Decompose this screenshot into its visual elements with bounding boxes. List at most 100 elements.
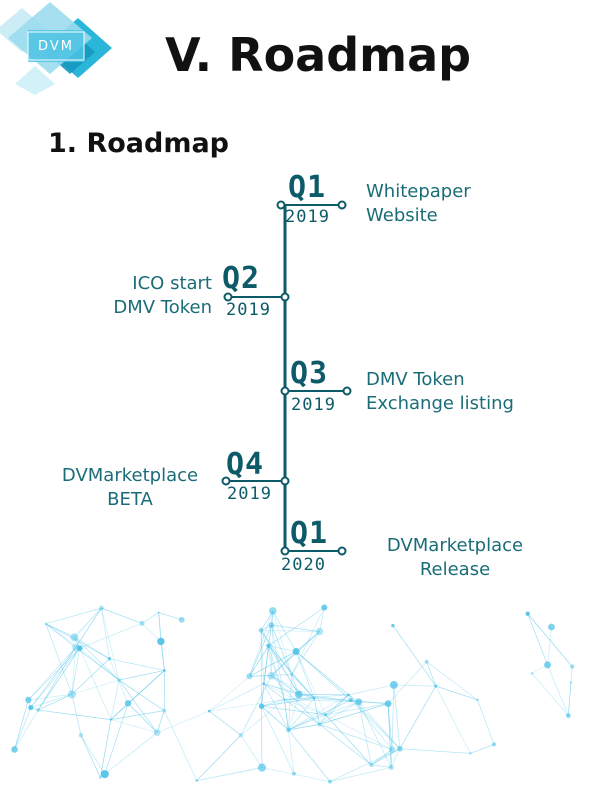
milestone-connector-q3-2019 — [280, 386, 352, 396]
network-node — [348, 698, 353, 703]
network-edge — [118, 679, 165, 711]
network-edge — [319, 703, 389, 725]
network-node — [548, 623, 555, 631]
network-edge — [45, 623, 75, 638]
network-edge — [101, 608, 110, 659]
milestone-1-year: 2019 — [285, 207, 330, 227]
milestone-5-line-2: Release — [419, 559, 491, 580]
network-node — [368, 762, 374, 768]
network-edge — [240, 699, 285, 736]
network-edge — [37, 647, 81, 711]
network-edge — [260, 630, 285, 700]
network-node — [347, 693, 350, 697]
network-edge — [71, 679, 120, 695]
network-edge — [38, 709, 111, 720]
network-node — [246, 673, 253, 680]
milestone-connector-q1-2019 — [276, 200, 347, 210]
network-edge — [288, 694, 349, 731]
network-edge — [249, 651, 297, 677]
network-edge — [240, 675, 272, 736]
network-node — [317, 722, 322, 727]
network-edge — [295, 651, 351, 701]
network-edge — [547, 664, 569, 716]
network-edge — [271, 675, 320, 725]
network-edge — [160, 641, 165, 671]
network-edge — [371, 764, 392, 768]
network-edge — [295, 651, 326, 715]
network-edge — [263, 625, 272, 684]
network-edge — [272, 610, 297, 652]
network-edge — [271, 625, 285, 700]
network-edge — [390, 748, 401, 768]
network-node — [525, 611, 530, 616]
network-edge — [393, 684, 401, 749]
network-edge — [271, 675, 315, 699]
network-node — [157, 611, 160, 614]
network-edge — [288, 699, 351, 731]
network-edge — [371, 748, 400, 766]
network-node — [355, 698, 363, 706]
network-edge — [268, 645, 300, 695]
network-node — [327, 779, 332, 784]
milestone-4-line-2: BETA — [107, 489, 153, 510]
network-node — [36, 708, 40, 712]
network-edge — [547, 626, 552, 665]
network-edge — [80, 734, 106, 775]
network-edge — [101, 607, 143, 624]
network-node — [78, 732, 84, 738]
roadmap-timeline — [221, 200, 352, 556]
network-edge — [79, 623, 143, 649]
network-node — [397, 745, 403, 752]
network-edge — [75, 647, 120, 681]
network-edge — [240, 735, 263, 768]
network-node — [25, 696, 32, 704]
network-edge — [71, 658, 110, 695]
network-node — [267, 671, 276, 680]
network-edge — [288, 714, 326, 731]
milestone-4-quarter: Q4 — [226, 447, 265, 482]
network-edge — [325, 703, 389, 716]
milestone-5-text: DVMarketplace Release — [360, 534, 550, 582]
network-edge — [325, 701, 359, 716]
network-edge — [80, 734, 101, 778]
network-edge — [288, 698, 315, 731]
network-node — [570, 664, 575, 669]
network-node — [76, 645, 83, 652]
network-node — [312, 696, 316, 700]
network-edge — [260, 630, 265, 684]
network-edge — [348, 694, 393, 750]
network-edge — [319, 724, 372, 766]
network-node — [384, 700, 392, 708]
network-node — [153, 729, 161, 736]
network-edge — [74, 636, 110, 660]
milestone-connector-q1-2020 — [280, 546, 347, 556]
network-node — [476, 698, 479, 702]
network-edge — [249, 625, 272, 677]
network-edge — [348, 684, 394, 696]
network-node — [98, 605, 104, 611]
network-edge — [209, 676, 250, 712]
network-edge — [74, 607, 102, 638]
milestone-2-year: 2019 — [226, 300, 271, 320]
network-edge — [284, 699, 359, 703]
network-edge — [477, 699, 495, 745]
network-edge — [110, 710, 165, 720]
network-node — [268, 622, 275, 629]
network-edge — [263, 683, 315, 699]
network-node — [262, 682, 266, 685]
network-edge — [268, 607, 325, 647]
milestone-5-year: 2020 — [281, 555, 326, 575]
network-node — [28, 705, 34, 711]
network-node — [530, 671, 534, 675]
network-edge — [567, 682, 572, 716]
network-edge — [118, 679, 158, 733]
network-edge — [298, 694, 349, 696]
network-edge — [358, 701, 372, 765]
network-edge — [319, 724, 393, 750]
network-edge — [261, 645, 269, 707]
network-edge — [531, 673, 569, 716]
network-edge — [319, 714, 326, 725]
network-edge — [390, 749, 393, 768]
network-edge — [209, 699, 285, 712]
network-node — [283, 698, 286, 701]
